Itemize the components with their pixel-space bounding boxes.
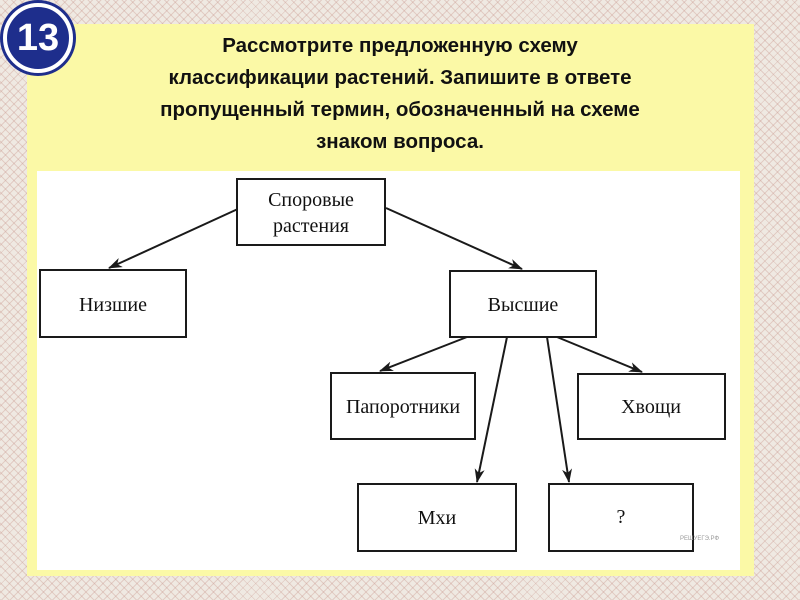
node-label: Высшие xyxy=(488,294,559,316)
edge-higher-unknown xyxy=(546,336,572,483)
node-label: растения xyxy=(273,215,349,237)
node-label: Мхи xyxy=(418,507,457,529)
edge-root-lower xyxy=(108,207,241,269)
edge-higher-horsetails xyxy=(556,336,643,373)
node-label: Споровые xyxy=(268,189,354,211)
classification-diagram: Споровые растения Низшие Высшие Папоротн… xyxy=(37,171,740,570)
node-spore-plants: Споровые растения xyxy=(236,178,386,246)
question-line: пропущенный термин, обозначенный на схем… xyxy=(160,98,640,121)
edge-higher-mosses xyxy=(474,336,508,483)
edge-root-higher xyxy=(385,207,523,270)
node-lower-plants: Низшие xyxy=(39,269,187,338)
question-text: Рассмотрите предложенную схему классифик… xyxy=(70,30,730,158)
node-horsetails: Хвощи xyxy=(577,373,726,440)
node-mosses: Мхи xyxy=(357,483,517,552)
diagram-edges xyxy=(108,207,643,483)
slide-number-badge: 13 xyxy=(3,3,73,73)
diagram-canvas: Споровые растения Низшие Высшие Папоротн… xyxy=(39,178,726,552)
watermark: РЕШУЕГЭ.РФ xyxy=(680,536,719,542)
question-line: знаком вопроса. xyxy=(316,130,484,153)
edge-higher-ferns xyxy=(379,336,468,372)
question-line: классификации растений. Запишите в ответ… xyxy=(168,66,632,89)
node-label: Папоротники xyxy=(346,396,460,418)
node-label: Хвощи xyxy=(621,396,681,418)
node-unknown: ? xyxy=(548,483,694,552)
node-higher-plants: Высшие xyxy=(449,270,597,338)
node-label: ? xyxy=(617,506,626,528)
node-label: Низшие xyxy=(79,294,147,316)
node-ferns: Папоротники xyxy=(330,372,476,440)
question-line: Рассмотрите предложенную схему xyxy=(222,34,578,57)
